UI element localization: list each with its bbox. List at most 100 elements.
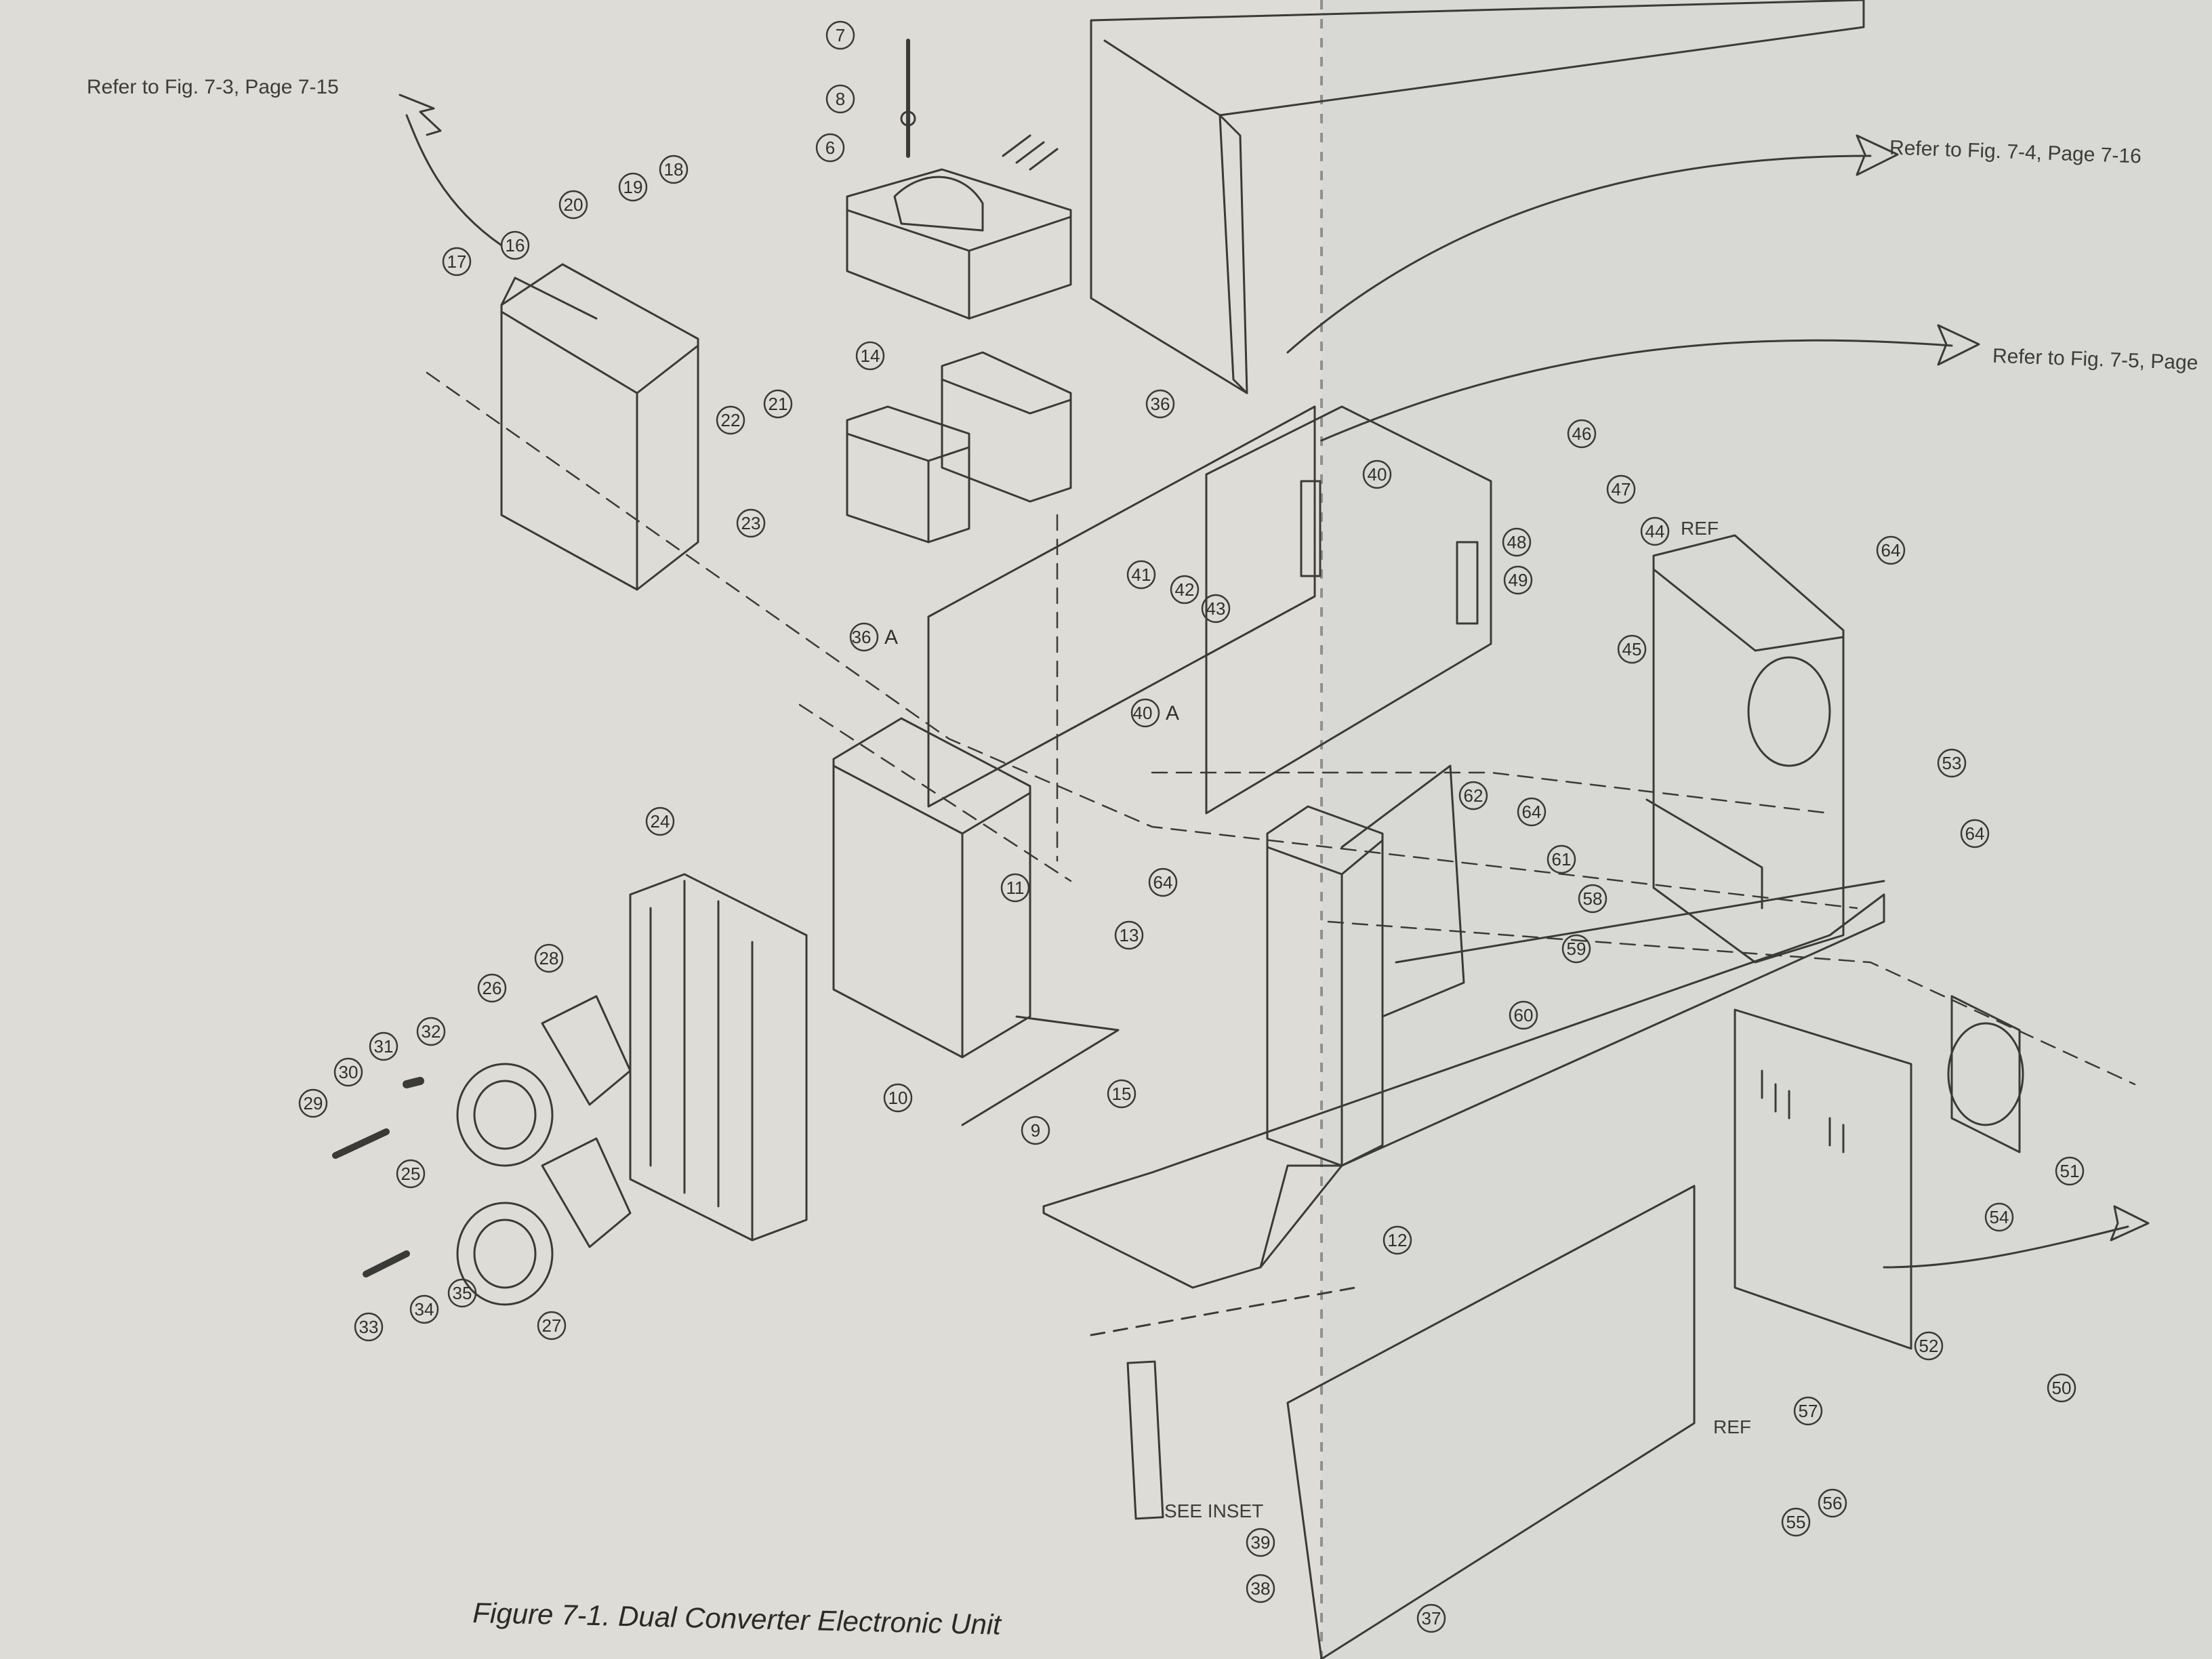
callout-circle bbox=[1362, 459, 1392, 489]
callout-number: 20 bbox=[564, 194, 583, 215]
callout-circle bbox=[1509, 1000, 1538, 1030]
callout-51: 51 bbox=[2055, 1156, 2085, 1186]
callout-number: 41 bbox=[1132, 565, 1151, 585]
callout-circle bbox=[1458, 781, 1488, 811]
callout-suffix: A bbox=[1166, 702, 1179, 724]
callout-30: 30 bbox=[333, 1057, 363, 1087]
callout-number: 49 bbox=[1509, 570, 1528, 590]
callout-circle bbox=[883, 1083, 913, 1113]
callout-circle bbox=[716, 405, 745, 435]
callout-number: 35 bbox=[453, 1283, 472, 1303]
callout-64: 64 bbox=[1517, 797, 1547, 827]
callout-circle bbox=[825, 84, 855, 114]
callout-number: 48 bbox=[1507, 532, 1527, 552]
callout-number: 54 bbox=[1990, 1207, 2009, 1227]
callout-number: 28 bbox=[539, 948, 559, 968]
callout-number: 40 bbox=[1133, 703, 1153, 723]
callout-circle bbox=[1561, 934, 1591, 964]
callout-circle bbox=[1547, 844, 1576, 874]
callout-32: 32 bbox=[416, 1017, 446, 1046]
callout-20: 20 bbox=[558, 190, 588, 220]
callout-circle bbox=[1114, 920, 1144, 950]
callout-number: 18 bbox=[664, 159, 684, 180]
callout-circle bbox=[369, 1031, 398, 1061]
callout-circle bbox=[618, 172, 648, 202]
callout-circle bbox=[1914, 1331, 1944, 1361]
callout-6: 6 bbox=[815, 133, 845, 163]
callout-number: 42 bbox=[1175, 579, 1195, 600]
callout-11: 11 bbox=[1000, 873, 1030, 903]
callout-number: 22 bbox=[721, 410, 741, 430]
callout-12: 12 bbox=[1382, 1225, 1412, 1255]
callout-circle bbox=[2055, 1156, 2085, 1186]
callout-circle bbox=[409, 1294, 439, 1324]
callout-number: 55 bbox=[1786, 1512, 1806, 1532]
callout-number: 50 bbox=[2052, 1378, 2072, 1398]
callout-47: 47 bbox=[1606, 474, 1636, 504]
callout-number: 45 bbox=[1622, 639, 1642, 659]
callout-circle bbox=[1578, 884, 1607, 914]
callout-16: 16 bbox=[500, 230, 530, 260]
callout-circle bbox=[1781, 1507, 1811, 1537]
callout-circle bbox=[416, 1017, 446, 1046]
callout-15: 15 bbox=[1107, 1079, 1136, 1109]
callout-suffix: A bbox=[884, 626, 898, 649]
callout-number: 39 bbox=[1251, 1532, 1271, 1553]
callout-circle bbox=[500, 230, 530, 260]
callout-circle bbox=[1876, 535, 1906, 565]
callout-43: 43 bbox=[1201, 594, 1231, 623]
callout-50: 50 bbox=[2047, 1373, 2076, 1403]
callout-57: 57 bbox=[1793, 1396, 1823, 1426]
callout-circle bbox=[447, 1278, 477, 1308]
callout-number: 14 bbox=[861, 346, 880, 366]
callout-49: 49 bbox=[1503, 565, 1533, 595]
callout-14: 14 bbox=[855, 341, 885, 371]
callout-circle bbox=[1640, 516, 1670, 546]
callout-circle bbox=[815, 133, 845, 163]
callout-circle bbox=[1170, 575, 1200, 605]
callout-27: 27 bbox=[537, 1311, 567, 1340]
callout-36: 36 bbox=[1145, 389, 1175, 419]
callout-64-3: 64 bbox=[1960, 819, 1990, 848]
callout-number: 12 bbox=[1388, 1230, 1408, 1250]
callout-number: 9 bbox=[1031, 1120, 1040, 1141]
callout-17: 17 bbox=[442, 247, 472, 276]
callout-circle bbox=[736, 508, 766, 538]
callout-48: 48 bbox=[1502, 527, 1532, 557]
callout-number: 64 bbox=[1153, 872, 1173, 893]
left-page bbox=[0, 0, 1322, 1659]
callout-64-1: 64 bbox=[1876, 535, 1906, 565]
callout-45: 45 bbox=[1617, 634, 1647, 664]
callout-7: 7 bbox=[825, 20, 855, 50]
callout-number: 7 bbox=[836, 25, 845, 45]
callout-number: 36 bbox=[852, 627, 872, 647]
callout-24: 24 bbox=[645, 806, 675, 836]
callout-number: 30 bbox=[339, 1062, 359, 1082]
callout-number: 52 bbox=[1919, 1336, 1939, 1356]
callout-number: 8 bbox=[836, 89, 845, 109]
callout-number: 32 bbox=[422, 1021, 441, 1042]
callout-number: 37 bbox=[1422, 1608, 1441, 1629]
callout-circle bbox=[1000, 873, 1030, 903]
callout-21: 21 bbox=[763, 389, 793, 419]
callout-circle bbox=[1517, 797, 1547, 827]
callout-number: 26 bbox=[483, 978, 502, 998]
right-page bbox=[1322, 0, 2212, 1659]
callout-number: 17 bbox=[447, 251, 467, 272]
callout-circle bbox=[1818, 1488, 1847, 1518]
callout-60: 60 bbox=[1509, 1000, 1538, 1030]
callout-42: 42 bbox=[1170, 575, 1200, 605]
callout-circle bbox=[1617, 634, 1647, 664]
callout-circle bbox=[1937, 748, 1967, 778]
callout-circle bbox=[298, 1088, 328, 1118]
callout-40a: 40 A bbox=[1130, 698, 1179, 728]
callout-number: 64 bbox=[1965, 823, 1985, 844]
callout-36a: 36 A bbox=[849, 622, 898, 652]
callout-61: 61 bbox=[1547, 844, 1576, 874]
callout-circle bbox=[855, 341, 885, 371]
callout-number: 43 bbox=[1206, 598, 1226, 619]
callout-number: 6 bbox=[825, 138, 835, 158]
callout-number: 13 bbox=[1120, 925, 1139, 945]
